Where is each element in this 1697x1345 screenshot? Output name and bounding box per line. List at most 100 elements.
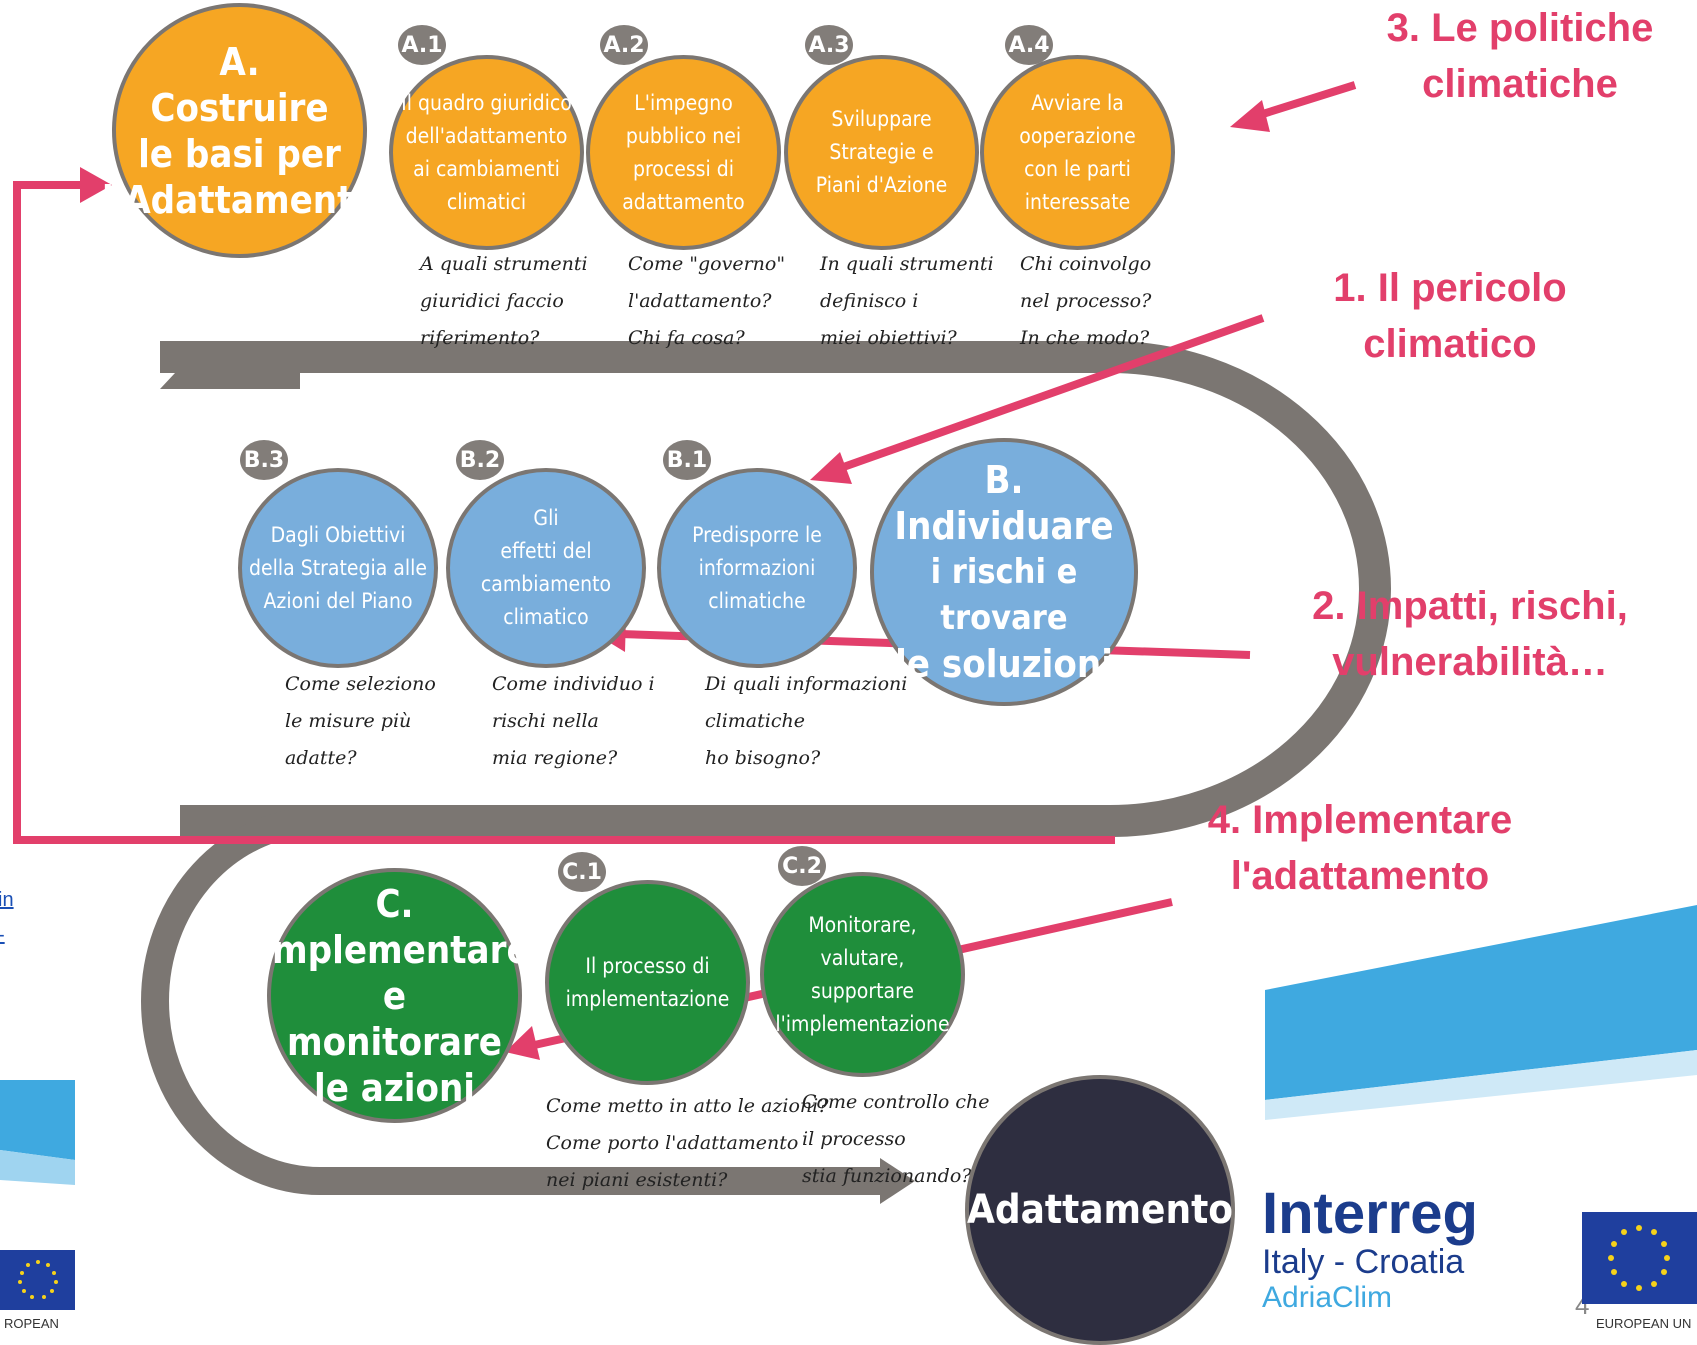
step-a4-title-1: Avviare la [1031,90,1124,115]
swoosh-right-light [1265,1050,1697,1120]
step-b1-title-2: informazioni [698,555,816,580]
step-b3-badge: B.3 [240,440,288,480]
arrow-3 [1248,81,1357,122]
step-c2-question-2: il processo [802,1128,906,1150]
step-a4-title-4: interessate [1024,189,1131,214]
step-a4-title-3: con le parti [1024,156,1131,181]
step-c1-title-2: implementazione [565,986,730,1011]
step-b1-badge: B.1 [663,440,711,480]
phase-c-circle: C. Implementare e monitorare le azioni [259,868,530,1123]
step-a3-circle: Sviluppare Strategie e Piani d'Azione [784,55,979,250]
interreg-logo-line-2: Italy - Croatia [1262,1243,1465,1281]
step-c2-title-3: supportare [810,978,915,1003]
interreg-logo-line-1: Interreg [1262,1181,1478,1246]
step-a2-title-2: pubblico nei [625,123,742,148]
link-fragment-2[interactable]: - [0,918,5,952]
step-a3-question-3: miei obiettivi? [820,327,957,349]
step-c2-title-2: valutare, [820,945,905,970]
phase-c-letter: C. [375,881,414,926]
callout-3-line-2: climatiche [1422,62,1618,106]
eu-stars-right-icon [1608,1225,1670,1291]
phase-c-title-1: Implementare [259,927,530,972]
step-b2-circle: Gli effetti del cambiamento climatico [446,468,646,668]
step-a1-badge: A.1 [398,25,446,65]
step-b1-title-1: Predisporre le [692,522,822,547]
step-b2-title-2: effetti del [500,539,592,563]
step-b3-question: Come seleziono le misure più adatte? [285,666,436,777]
interreg-logo: Interreg Italy - Croatia AdriaClim [1262,1185,1478,1315]
step-b3-title-3: Azioni del Piano [263,588,413,613]
callout-1: 1. Il pericolo climatico [1290,260,1610,372]
step-a3-question-1: In quali strumenti [820,253,994,275]
step-c2-question-3: stia funzionando? [802,1165,972,1187]
road-top [160,341,1391,837]
step-b1-question-2: climatiche [705,710,805,732]
step-a2-title-1: L'impegno [634,90,733,115]
step-c2-title-4: l'implementazione [775,1011,950,1036]
step-c2-badge: C.2 [778,846,826,886]
step-a2-circle: L'impegno pubblico nei processi di adatt… [586,55,781,250]
step-c1-question: Come metto in atto le azioni? Come porto… [546,1088,828,1199]
step-a2-title-3: processi di [632,156,735,181]
step-c2-question-1: Come controllo che [802,1091,990,1113]
step-a4-badge: A.4 [1005,25,1053,65]
link-fragment-1[interactable]: in [0,889,14,911]
step-b3-question-2: le misure più [285,710,412,732]
phase-a-letter: A. [219,39,260,84]
step-b1-question: Di quali informazioni climatiche ho biso… [705,666,907,777]
phase-b-letter: B. [984,458,1024,502]
phase-b-title-2: i rischi e trovare [930,552,1078,638]
adattamento-circle: Adattamento [965,1075,1235,1345]
callout-1-line-2: climatico [1363,322,1537,366]
phase-a-title-1: Costruire [150,85,329,130]
step-a3-title-2: Strategie e [829,140,934,164]
step-a3-badge: A.3 [805,25,853,65]
step-a2-question-3: Chi fa cosa? [628,327,745,349]
step-a3-title-3: Piani d'Azione [815,173,948,197]
eu-flag-right [1582,1212,1697,1304]
step-a2-badge: A.2 [600,25,648,65]
step-b3-question-1: Come seleziono [285,673,436,695]
adattamento-label: Adattamento [966,1187,1234,1233]
step-a2-question-1: Come "governo" [628,253,786,275]
feedback-loop-line [13,181,1115,844]
swoosh-left-light [0,1150,75,1185]
step-c1-title-1: Il processo di [585,953,710,978]
phase-b-circle: B. Individuare i rischi e trovare le sol… [870,438,1138,706]
step-a1-question: A quali strumenti giuridici faccio rifer… [420,246,588,357]
callout-1-line-1: 1. Il pericolo [1333,266,1567,310]
step-b1-circle: Predisporre le informazioni climatiche [657,468,857,668]
step-b3-title-2: della Strategia alle [249,555,427,580]
step-c1-question-3: nei piani esistenti? [546,1169,728,1191]
step-a4-circle: Avviare la ooperazione con le parti inte… [980,55,1175,250]
step-c2-question: Come controllo che il processo stia funz… [802,1084,990,1195]
step-a1-title-1: Il quadro giuridico [401,90,572,115]
step-a3-question: In quali strumenti definisco i miei obie… [820,246,994,357]
callout-4-line-1: 4. Implementare [1207,798,1513,842]
step-b2-title-4: climatico [503,605,589,629]
callout-4-line-2: l'adattamento [1230,854,1490,898]
phase-a-title-3: l'Adattamento [102,177,377,222]
step-b3-question-3: adatte? [285,747,357,769]
step-a1-circle: Il quadro giuridico dell'adattamento ai … [389,55,584,250]
step-b2-title-1: Gli [533,506,559,530]
arrow-3-head [1230,100,1270,132]
step-c2-title-1: Monitorare, [808,912,917,937]
phase-b-title-3: le soluzioni [895,642,1113,686]
step-c2-circle: Monitorare, valutare, supportare l'imple… [760,872,965,1077]
step-a4-question-3: In che modo? [1020,327,1150,349]
road-top-tail [160,341,300,389]
feedback-loop-arrowhead [80,167,112,203]
step-a4-title-2: ooperazione [1019,123,1136,148]
swoosh-right [1265,905,1697,1100]
step-a1-title-3: ai cambiamenti [413,156,560,181]
step-b2-question: Come individuo i rischi nella mia region… [492,666,655,777]
step-b2-badge: B.2 [456,440,504,480]
step-c1-badge: C.1 [558,852,606,892]
phase-a-title-2: le basi per [138,131,341,176]
step-b1-title-3: climatiche [708,588,806,613]
callout-3-line-1: 3. Le politiche [1386,6,1654,50]
step-b1-question-3: ho bisogno? [705,747,821,769]
step-b3-circle: Dagli Obiettivi della Strategia alle Azi… [238,468,438,668]
phase-a-circle: A. Costruire le basi per l'Adattamento [102,3,377,258]
